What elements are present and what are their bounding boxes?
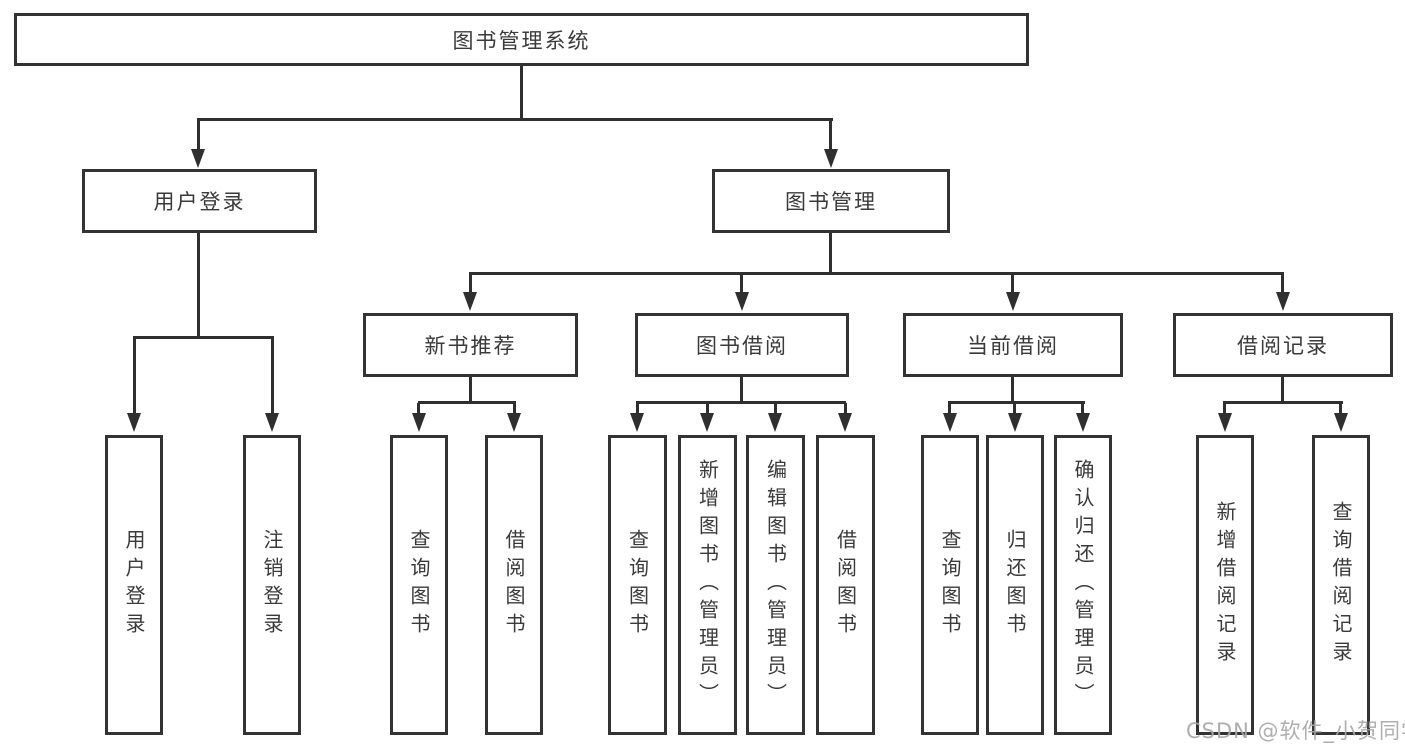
arrowhead-book-borrow bbox=[735, 292, 749, 311]
connector-drop-c2 bbox=[706, 403, 709, 414]
arrowhead-book-mgmt bbox=[824, 149, 838, 168]
connector-drop-c3 bbox=[774, 403, 777, 414]
arrowhead-d1 bbox=[943, 413, 957, 432]
leaf-return-books-label: 归还图书 bbox=[1003, 529, 1027, 641]
leaf-logout: 注销登录 bbox=[243, 435, 301, 735]
leaf-add-borrow-record: 新增借阅记录 bbox=[1196, 435, 1254, 735]
node-current-borrow: 当前借阅 bbox=[903, 313, 1123, 377]
connector-drop-c4 bbox=[844, 403, 847, 414]
node-borrow-records: 借阅记录 bbox=[1173, 313, 1393, 377]
arrowhead-login bbox=[127, 413, 141, 432]
connector-drop-logout bbox=[271, 338, 274, 414]
arrowhead-logout bbox=[265, 413, 279, 432]
arrowhead-current-borrow bbox=[1006, 292, 1020, 311]
leaf-query-books-borrow: 查询图书 bbox=[608, 435, 667, 735]
connector-book-mgmt-stem bbox=[829, 232, 832, 274]
leaf-query-books-current-label: 查询图书 bbox=[938, 529, 962, 641]
arrowhead-d2 bbox=[1008, 413, 1022, 432]
leaf-confirm-return-admin: 确认归还（管理员） bbox=[1054, 435, 1112, 735]
arrowhead-c1 bbox=[630, 413, 644, 432]
arrowhead-e2 bbox=[1334, 413, 1348, 432]
node-book-borrow: 图书借阅 bbox=[635, 313, 849, 377]
arrowhead-user-login bbox=[191, 149, 205, 168]
node-new-book-rec-label: 新书推荐 bbox=[424, 334, 517, 358]
leaf-confirm-return-admin-label: 确认归还（管理员） bbox=[1071, 459, 1095, 711]
connector-drop-login bbox=[133, 338, 136, 414]
node-book-mgmt-label: 图书管理 bbox=[785, 190, 877, 214]
connector-drop-b1 bbox=[417, 403, 420, 414]
node-book-mgmt: 图书管理 bbox=[712, 169, 950, 233]
leaf-query-books-borrow-label: 查询图书 bbox=[625, 529, 650, 641]
arrowhead-borrow-records bbox=[1276, 292, 1290, 311]
leaf-borrow-books: 借阅图书 bbox=[816, 435, 875, 735]
connector-root-trunk bbox=[520, 66, 523, 121]
arrowhead-c3 bbox=[768, 413, 782, 432]
node-book-borrow-label: 图书借阅 bbox=[696, 334, 788, 358]
connector-drop-b2 bbox=[513, 403, 516, 414]
leaf-add-books-admin-label: 新增图书（管理员） bbox=[695, 459, 720, 711]
leaf-add-borrow-record-label: 新增借阅记录 bbox=[1213, 501, 1237, 669]
leaf-query-books-rec-label: 查询图书 bbox=[407, 529, 431, 641]
arrowhead-c4 bbox=[838, 413, 852, 432]
node-new-book-rec: 新书推荐 bbox=[363, 313, 578, 377]
connector-drop-e2 bbox=[1339, 403, 1342, 414]
connector-drop-current-borrow bbox=[1011, 274, 1014, 293]
leaf-logout-label: 注销登录 bbox=[260, 529, 284, 641]
connector-level2-distributor bbox=[197, 118, 833, 121]
leaf-query-borrow-record-label: 查询借阅记录 bbox=[1329, 501, 1353, 669]
connector-new-book-split bbox=[418, 401, 516, 404]
leaf-query-books-current: 查询图书 bbox=[921, 435, 979, 735]
leaf-query-books-rec: 查询图书 bbox=[390, 435, 448, 735]
connector-borrow-records-stem bbox=[1281, 377, 1284, 404]
connector-book-borrow-split bbox=[636, 401, 846, 404]
arrowhead-c2 bbox=[700, 413, 714, 432]
connector-level3-distributor bbox=[469, 272, 1284, 275]
connector-current-borrow-split bbox=[948, 401, 1085, 404]
arrowhead-e1 bbox=[1218, 413, 1232, 432]
connector-drop-d1 bbox=[948, 403, 951, 414]
node-current-borrow-label: 当前借阅 bbox=[967, 334, 1059, 358]
connector-borrow-records-split bbox=[1223, 401, 1343, 404]
leaf-return-books: 归还图书 bbox=[986, 435, 1044, 735]
leaf-borrow-books-label: 借阅图书 bbox=[833, 529, 858, 641]
leaf-user-login-label: 用户登录 bbox=[122, 529, 146, 641]
arrowhead-b2 bbox=[507, 413, 521, 432]
node-root-label: 图书管理系统 bbox=[452, 28, 591, 53]
node-root: 图书管理系统 bbox=[14, 13, 1029, 66]
connector-drop-borrow-records bbox=[1281, 274, 1284, 293]
leaf-user-login: 用户登录 bbox=[105, 435, 163, 735]
connector-drop-book-mgmt bbox=[829, 120, 832, 151]
connector-drop-c1 bbox=[636, 403, 639, 414]
leaf-add-books-admin: 新增图书（管理员） bbox=[678, 435, 737, 735]
connector-drop-d2 bbox=[1013, 403, 1016, 414]
connector-drop-user-login bbox=[197, 120, 200, 151]
leaf-edit-books-admin: 编辑图书（管理员） bbox=[746, 435, 805, 735]
connector-user-login-split bbox=[133, 336, 274, 339]
arrowhead-new-book bbox=[463, 292, 477, 311]
leaf-borrow-books-rec-label: 借阅图书 bbox=[502, 529, 526, 641]
arrowhead-d3 bbox=[1076, 413, 1090, 432]
leaf-query-borrow-record: 查询借阅记录 bbox=[1312, 435, 1370, 735]
connector-drop-book-borrow bbox=[740, 274, 743, 293]
connector-current-borrow-stem bbox=[1011, 377, 1014, 404]
watermark: CSDN @软件_小贺同学 bbox=[1186, 719, 1405, 743]
connector-drop-d3 bbox=[1081, 403, 1084, 414]
leaf-edit-books-admin-label: 编辑图书（管理员） bbox=[763, 459, 788, 711]
connector-book-borrow-stem bbox=[740, 376, 743, 404]
leaf-borrow-books-rec: 借阅图书 bbox=[485, 435, 543, 735]
connector-drop-new-book bbox=[469, 274, 472, 293]
node-user-login-label: 用户登录 bbox=[153, 190, 246, 214]
arrowhead-b1 bbox=[412, 413, 426, 432]
connector-user-login-stem bbox=[197, 232, 200, 338]
node-user-login: 用户登录 bbox=[82, 169, 317, 233]
connector-new-book-stem bbox=[469, 376, 472, 404]
node-borrow-records-label: 借阅记录 bbox=[1237, 334, 1329, 358]
connector-drop-e1 bbox=[1223, 403, 1226, 414]
